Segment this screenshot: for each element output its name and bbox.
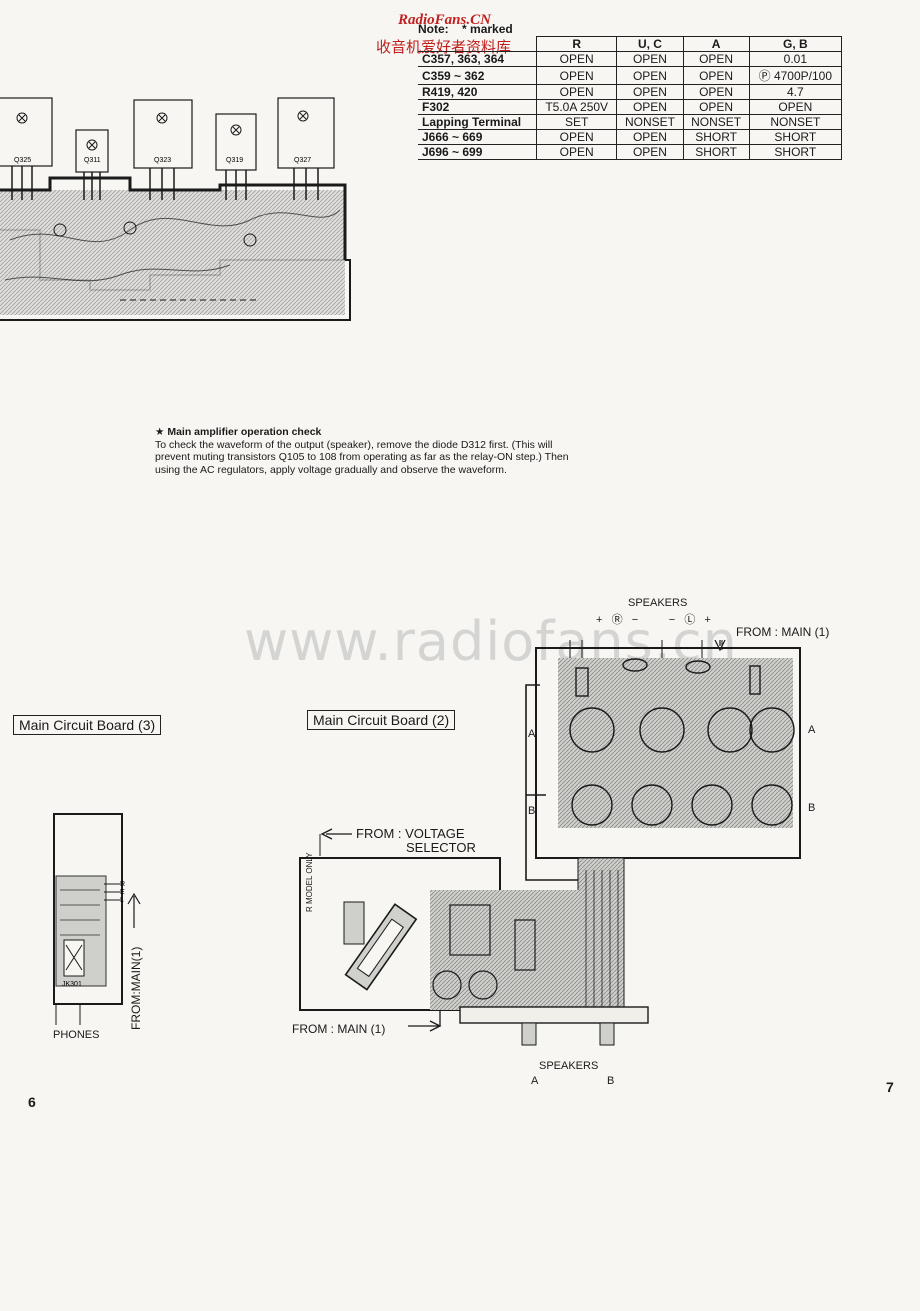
arrow-up-icon bbox=[127, 892, 141, 928]
svg-text:Q325: Q325 bbox=[14, 157, 31, 164]
r-model-only-label: R MODEL ONLY bbox=[305, 852, 314, 912]
side-b-left-label: B bbox=[528, 805, 536, 817]
svg-text:L: L bbox=[120, 897, 124, 904]
side-b-right-label: B bbox=[808, 802, 816, 814]
svg-text:Q323: Q323 bbox=[154, 157, 171, 164]
speaker-terminal-marks: + Ⓡ − − Ⓛ + bbox=[596, 614, 711, 626]
svg-text:E: E bbox=[120, 889, 125, 896]
brand-logo-latin: RadioFans.CN bbox=[398, 12, 491, 28]
operation-check-title: ★ Main amplifier operation check bbox=[155, 426, 322, 438]
from-main-bottom-label: FROM : MAIN (1) bbox=[292, 1022, 386, 1036]
transistor-q325: Q325 bbox=[0, 97, 53, 200]
from-main-top-label: FROM : MAIN (1) bbox=[736, 625, 830, 639]
heatsink-transistor-board: Q325 Q311 Q323 Q319 Q327 bbox=[0, 97, 351, 321]
table-row: C359 ~ 362 OPEN OPEN OPEN Ⓟ 4700P/100 bbox=[418, 66, 843, 85]
from-voltage-label-2: SELECTOR bbox=[406, 840, 476, 855]
table-row: C357, 363, 364 OPEN OPEN OPEN 0.01 bbox=[418, 51, 843, 67]
phones-board-diagram: R E L JK301 bbox=[53, 813, 125, 1025]
svg-text:Q311: Q311 bbox=[84, 157, 101, 164]
transistor-q311: Q311 bbox=[75, 129, 109, 200]
svg-text:Q319: Q319 bbox=[226, 157, 243, 164]
side-a-right-label: A bbox=[808, 724, 816, 736]
table-row: J696 ~ 699 OPEN OPEN SHORT SHORT bbox=[418, 144, 843, 160]
table-row: F302 T5.0A 250V OPEN OPEN OPEN bbox=[418, 99, 843, 115]
svg-text:JK301: JK301 bbox=[62, 981, 82, 988]
speaker-a-label: A bbox=[531, 1075, 539, 1087]
note-table: R U, C A G, B C357, 363, 364 OPEN OPEN O… bbox=[418, 36, 843, 160]
transistor-q319: Q319 bbox=[215, 113, 257, 200]
note-table-header: R U, C A G, B bbox=[418, 36, 843, 52]
table-row: Lapping Terminal SET NONSET NONSET NONSE… bbox=[418, 114, 843, 130]
operation-check-body: To check the waveform of the output (spe… bbox=[155, 438, 569, 476]
table-row: R419, 420 OPEN OPEN OPEN 4.7 bbox=[418, 84, 843, 100]
svg-text:Q327: Q327 bbox=[294, 157, 311, 164]
phones-label: PHONES bbox=[53, 1029, 100, 1041]
speakers-bottom-label: SPEAKERS bbox=[539, 1060, 599, 1072]
board-2-label: Main Circuit Board (2) bbox=[307, 710, 456, 730]
note-label: Note: * marked bbox=[418, 22, 513, 36]
board-3-label: Main Circuit Board (3) bbox=[13, 715, 162, 735]
main-board-2-diagram bbox=[299, 640, 801, 1046]
transistor-q323: Q323 bbox=[133, 99, 193, 200]
from-voltage-label-1: FROM : VOLTAGE bbox=[356, 826, 465, 841]
from-main-vertical-label: FROM:MAIN(1) bbox=[129, 946, 143, 1030]
table-row: J666 ~ 669 OPEN OPEN SHORT SHORT bbox=[418, 129, 843, 145]
side-a-left-label: A bbox=[528, 728, 536, 740]
page-number-right: 7 bbox=[886, 1079, 894, 1095]
speaker-b-label: B bbox=[607, 1075, 615, 1087]
operation-check-note: ★ Main amplifier operation check To chec… bbox=[155, 426, 575, 476]
speakers-top-label: SPEAKERS bbox=[628, 597, 688, 609]
page-number-left: 6 bbox=[28, 1094, 36, 1110]
svg-text:R: R bbox=[120, 881, 125, 888]
transistor-q327: Q327 bbox=[277, 97, 335, 200]
